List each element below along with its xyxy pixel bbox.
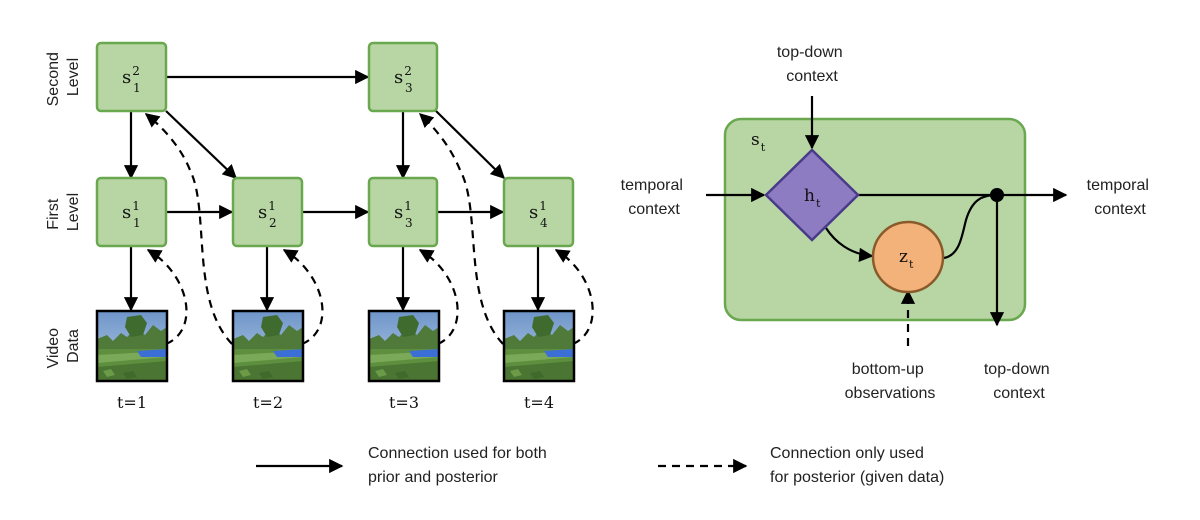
node-s2-3: s2 3 [367, 41, 439, 113]
first-level-label: First Level [45, 193, 82, 231]
node-s1-4: s1 4 [502, 176, 575, 248]
node-s2-1: s2 1 [95, 41, 168, 113]
svg-text:s1: s1 [122, 199, 140, 223]
video-frame-2 [231, 309, 305, 383]
svg-text:s2: s2 [122, 64, 140, 88]
node-s1-1: s1 1 [95, 176, 168, 248]
timestep-label-3: t=3 [389, 393, 419, 412]
state-nodes: s2 1 s2 3 s1 1 s1 2 s1 3 s1 4 [95, 41, 575, 248]
dash-frame2-s12 [282, 249, 324, 346]
dash-frame3-s13 [418, 249, 459, 346]
video-frame-4 [502, 309, 576, 383]
legend-dashed: Connection only used for posterior (give… [658, 445, 944, 486]
legend-solid-text: Connection used for both prior and poste… [368, 445, 551, 486]
legend: Connection used for both prior and poste… [256, 445, 944, 486]
timestep-label-2: t=2 [253, 393, 283, 412]
timestep-labels: t=1 t=2 t=3 t=4 [117, 393, 554, 412]
z-node: zt [871, 220, 945, 294]
svg-text:s1: s1 [258, 199, 276, 223]
timestep-label-1: t=1 [117, 393, 147, 412]
svg-text:1: 1 [133, 216, 141, 230]
edge-s21-s12 [165, 110, 238, 179]
legend-solid: Connection used for both prior and poste… [256, 445, 551, 486]
edge-s23-s14 [435, 110, 506, 180]
dash-frame1-s11 [146, 249, 188, 346]
arrow-h-to-z [825, 227, 874, 262]
svg-text:4: 4 [540, 216, 548, 230]
dash-frame4-s23 [418, 113, 504, 345]
svg-text:zt: zt [899, 247, 914, 271]
svg-text:s1: s1 [394, 199, 412, 223]
svg-text:3: 3 [405, 81, 413, 95]
svg-text:2: 2 [269, 216, 277, 230]
cell-detail: st ht zt top-down c [621, 44, 1154, 402]
legend-dashed-text: Connection only used for posterior (give… [770, 445, 944, 486]
svg-text:s1: s1 [529, 199, 547, 223]
second-level-label: Second Level [45, 48, 82, 107]
video-frames [95, 309, 576, 383]
video-data-label: Video Data [45, 323, 82, 368]
svg-text:1: 1 [133, 81, 141, 95]
top-down-context-in-label: top-down context [777, 44, 847, 85]
path-z-to-junction [943, 193, 997, 260]
timestep-label-4: t=4 [524, 393, 554, 412]
cell-state-label: st [751, 130, 766, 154]
cell-container [723, 117, 1027, 322]
junction-dot [990, 188, 1004, 202]
video-frame-1 [95, 309, 169, 383]
node-s1-3: s1 3 [367, 176, 439, 248]
bottom-up-observations-label: bottom-up observations [845, 361, 936, 402]
svg-text:3: 3 [405, 216, 413, 230]
h-node: ht [764, 148, 860, 242]
temporal-context-in-label: temporal context [621, 177, 688, 218]
dashed-connections [144, 113, 594, 346]
dash-frame2-s21 [144, 113, 233, 345]
top-down-context-out-label: top-down context [984, 361, 1054, 402]
dash-frame4-s14 [554, 249, 594, 346]
temporal-context-out-label: temporal context [1087, 177, 1154, 218]
video-frame-3 [367, 309, 441, 383]
svg-text:ht: ht [804, 186, 821, 210]
svg-text:s2: s2 [394, 64, 412, 88]
solid-connections [123, 69, 546, 312]
level-labels: Second Level First Level Video Data [45, 48, 82, 368]
node-s1-2: s1 2 [231, 176, 304, 248]
